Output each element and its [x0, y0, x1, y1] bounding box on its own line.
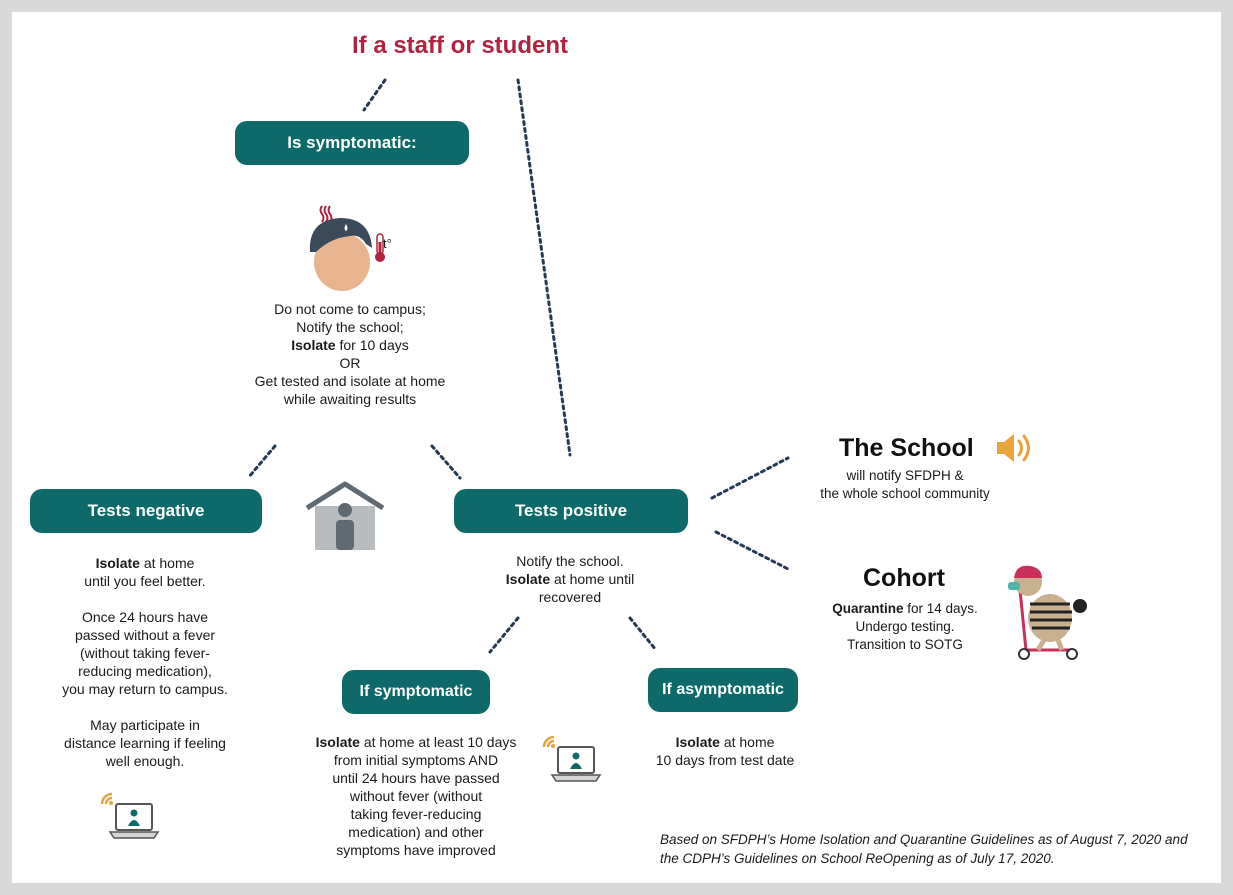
negative-line: passed without a fever — [74, 627, 216, 643]
ifsym-line: taking fever-reducing — [350, 806, 482, 822]
is-symptomatic-box: Is symptomatic: — [235, 121, 469, 165]
symptomatic-line-1: Do not come to campus; — [274, 301, 426, 317]
if-symptomatic-instructions: Isolate at home at least 10 days from in… — [300, 733, 532, 859]
thermometer-label: t° — [383, 236, 392, 251]
negative-line: (without taking fever- — [80, 645, 210, 661]
connector-title-positive — [516, 78, 572, 457]
negative-line — [45, 590, 245, 608]
positive-isolate-line: Isolate at home until — [470, 570, 670, 588]
source-note-line-1: Based on SFDPH’s Home Isolation and Quar… — [660, 832, 1188, 847]
school-line-2: the whole school community — [820, 486, 990, 501]
school-line-1: will notify SFDPH & — [846, 468, 964, 483]
cohort-heading: Cohort — [863, 564, 945, 592]
diagram-canvas — [12, 12, 1221, 883]
ifsym-line: without fever (without — [349, 788, 483, 804]
if-asymptomatic-label: If asymptomatic — [662, 681, 784, 698]
speaker-icon — [997, 434, 1030, 462]
negative-line: until you feel better. — [84, 573, 206, 589]
tests-negative-label: Tests negative — [87, 501, 205, 520]
tests-negative-instructions: Isolate at home until you feel better. O… — [45, 554, 245, 770]
isolate-rest: at home until — [550, 571, 635, 587]
page-title: If a staff or student — [351, 32, 568, 59]
cohort-quarantine-line: Quarantine for 14 days. — [815, 600, 995, 618]
cohort-line-3: Transition to SOTG — [847, 637, 963, 652]
tests-positive-box: Tests positive — [454, 489, 688, 533]
quarantine-rest: for 14 days. — [903, 601, 978, 616]
negative-line: May participate in — [90, 717, 200, 733]
tests-positive-instructions: Notify the school. Isolate at home until… — [470, 552, 670, 606]
ifasym-line-2: 10 days from test date — [655, 752, 795, 768]
cohort-text: Quarantine for 14 days. Undergo testing.… — [815, 600, 995, 654]
symptomatic-or: OR — [339, 355, 361, 371]
negative-line: well enough. — [105, 753, 185, 769]
negative-line: reducing medication), — [78, 663, 212, 679]
negative-line: Once 24 hours have — [81, 609, 209, 625]
ifsym-isolate-line: Isolate at home at least 10 days — [300, 733, 532, 751]
symptomatic-line-6: while awaiting results — [283, 391, 417, 407]
scooter-cat-icon — [1008, 565, 1087, 660]
isolate-rest: at home — [719, 734, 775, 750]
sick-person-icon — [309, 205, 372, 291]
positive-line-3: recovered — [538, 589, 602, 605]
ifsym-line: until 24 hours have passed — [332, 770, 500, 786]
source-note: Based on SFDPH’s Home Isolation and Quar… — [660, 830, 1188, 868]
negative-isolate-line: Isolate at home — [45, 554, 245, 572]
ifsym-line: symptoms have improved — [336, 842, 496, 858]
the-school-text: will notify SFDPH & the whole school com… — [795, 467, 1015, 503]
isolate-bold: Isolate — [291, 337, 336, 353]
isolate-rest: at home at least 10 days — [359, 734, 517, 750]
ifasym-isolate-line: Isolate at home — [630, 733, 820, 751]
connector-title-symptomatic — [362, 78, 387, 112]
isolate-bold: Isolate — [675, 734, 720, 750]
negative-line — [45, 698, 245, 716]
symptomatic-instructions: Do not come to campus; Notify the school… — [200, 300, 500, 408]
ifsym-line: from initial symptoms AND — [333, 752, 499, 768]
connector-symptomatic-positive — [430, 444, 462, 480]
isolate-bold: Isolate — [95, 555, 140, 571]
connector-positive-school — [710, 456, 790, 500]
laptop-wifi-icon — [100, 792, 160, 839]
thermometer-icon — [375, 233, 385, 262]
cohort-line-2: Undergo testing. — [855, 619, 955, 634]
isolate-rest: for 10 days — [335, 337, 409, 353]
is-symptomatic-label: Is symptomatic: — [287, 133, 417, 152]
if-symptomatic-box: If symptomatic — [342, 670, 490, 714]
isolate-rest: at home — [139, 555, 195, 571]
if-asymptomatic-instructions: Isolate at home 10 days from test date — [630, 733, 820, 769]
positive-line-1: Notify the school. — [516, 553, 624, 569]
negative-line: you may return to campus. — [62, 681, 228, 697]
the-school-heading: The School — [839, 434, 974, 462]
tests-positive-label: Tests positive — [514, 501, 628, 520]
symptomatic-line-2: Notify the school; — [296, 319, 404, 335]
connector-positive-cohort — [714, 530, 792, 572]
isolate-bold: Isolate — [315, 734, 360, 750]
if-symptomatic-label: If symptomatic — [359, 683, 473, 700]
symptomatic-line-5: Get tested and isolate at home — [254, 373, 446, 389]
source-note-line-2: the CDPH’s Guidelines on School ReOpenin… — [660, 851, 1055, 866]
tests-negative-box: Tests negative — [30, 489, 262, 533]
symptomatic-isolate-line: Isolate for 10 days — [200, 336, 500, 354]
connector-positive-ifasym — [628, 616, 658, 652]
quarantine-bold: Quarantine — [832, 601, 904, 616]
house-person-icon — [305, 481, 385, 550]
negative-line: distance learning if feeling — [64, 735, 226, 751]
ifsym-line: medication) and other — [348, 824, 484, 840]
isolate-bold: Isolate — [505, 571, 551, 587]
connector-positive-ifsym — [488, 616, 520, 654]
connector-symptomatic-negative — [246, 444, 277, 480]
if-asymptomatic-box: If asymptomatic — [648, 668, 798, 712]
laptop-wifi-icon — [542, 735, 602, 782]
